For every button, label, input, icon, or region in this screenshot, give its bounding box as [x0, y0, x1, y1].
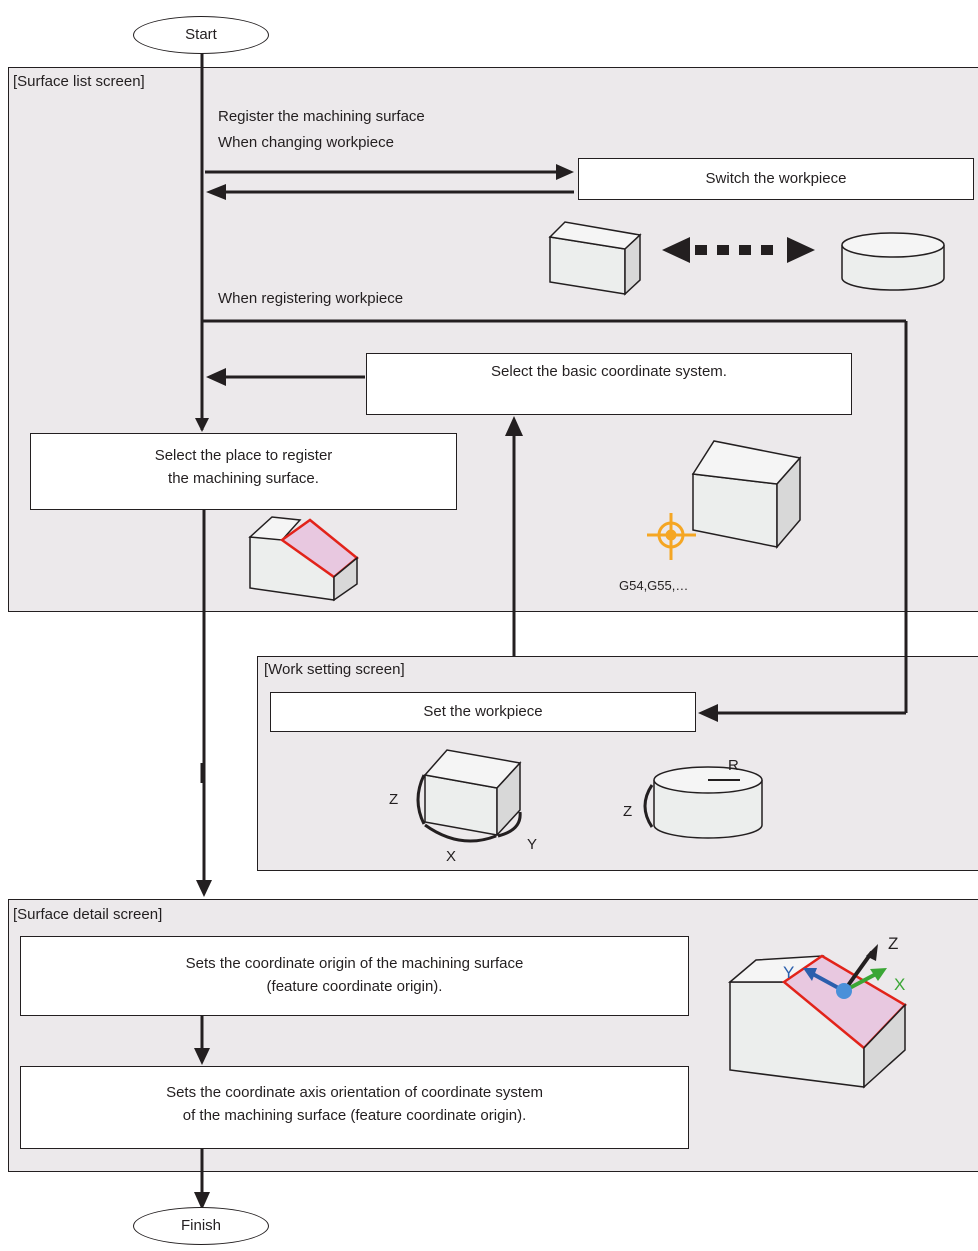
detail-axis-y-label: Y [783, 963, 795, 982]
detail-axis-x-label: X [894, 975, 906, 994]
arrow-to-finish [194, 1192, 210, 1210]
surface-list-panel [8, 67, 978, 612]
register-text-1: Register the machining surface [218, 108, 425, 125]
cuboid-dimension-icon [416, 749, 522, 843]
arrow-to-set-workpiece [698, 704, 718, 722]
axis-orientation-box: Sets the coordinate axis orientation of … [20, 1066, 689, 1149]
start-terminal: Start [133, 16, 269, 54]
axis-orientation-line2: of the machining surface (feature coordi… [182, 1107, 527, 1124]
axis-y-label: Y [527, 836, 538, 853]
cylinder-icon [841, 232, 945, 291]
start-label: Start [185, 26, 217, 43]
arrow-to-surface-detail [196, 880, 212, 897]
double-arrow-icon [662, 237, 815, 263]
axis-x-label: X [446, 848, 457, 865]
wedge-surface-icon [248, 516, 359, 602]
set-workpiece-box: Set the workpiece [270, 692, 696, 732]
surface-list-title: [Surface list screen] [13, 73, 145, 90]
cylinder-dimension-icon [643, 766, 763, 839]
origin-line2: (feature coordinate origin). [266, 978, 443, 995]
origin-line1: Sets the coordinate origin of the machin… [185, 955, 524, 972]
feature-coordinate-icon [727, 954, 907, 1089]
arrow-origin-to-axis [194, 1048, 210, 1065]
work-setting-title: [Work setting screen] [264, 661, 405, 678]
axis-z-label-1: Z [389, 791, 399, 808]
cuboid-coordinate-icon [691, 440, 802, 550]
basic-coord-box: Select the basic coordinate system. [366, 353, 852, 415]
select-place-line2: the machining surface. [168, 470, 319, 487]
axis-orientation-line1: Sets the coordinate axis orientation of … [166, 1084, 543, 1101]
select-place-line1: Select the place to register [154, 447, 333, 464]
finish-terminal: Finish [133, 1207, 269, 1245]
cuboid-icon [548, 221, 642, 296]
arrow-to-switch [556, 164, 574, 180]
register-text-2: When changing workpiece [218, 134, 394, 151]
origin-box: Sets the coordinate origin of the machin… [20, 936, 689, 1016]
surface-detail-title: [Surface detail screen] [13, 906, 163, 923]
when-registering-text: When registering workpiece [218, 290, 404, 307]
arrow-to-select-place [195, 418, 209, 432]
arrow-from-switch [206, 184, 226, 200]
origin-target-icon [647, 513, 696, 560]
radius-r-label: R [728, 757, 739, 774]
feature-axes-icon [803, 944, 887, 999]
finish-label: Finish [180, 1217, 221, 1234]
arrow-to-basic-coord [505, 416, 523, 436]
basic-coord-label: Select the basic coordinate system. [491, 363, 727, 380]
axis-z-label-2: Z [623, 803, 633, 820]
switch-workpiece-box: Switch the workpiece [578, 158, 974, 200]
select-place-box: Select the place to register the machini… [30, 433, 457, 510]
g-codes-text: G54,G55,… [619, 578, 689, 593]
set-workpiece-label: Set the workpiece [423, 703, 543, 720]
switch-workpiece-label: Switch the workpiece [705, 170, 847, 187]
detail-axis-z-label: Z [888, 934, 899, 953]
work-setting-panel [257, 656, 978, 871]
arrow-from-basic-coord [206, 368, 226, 386]
